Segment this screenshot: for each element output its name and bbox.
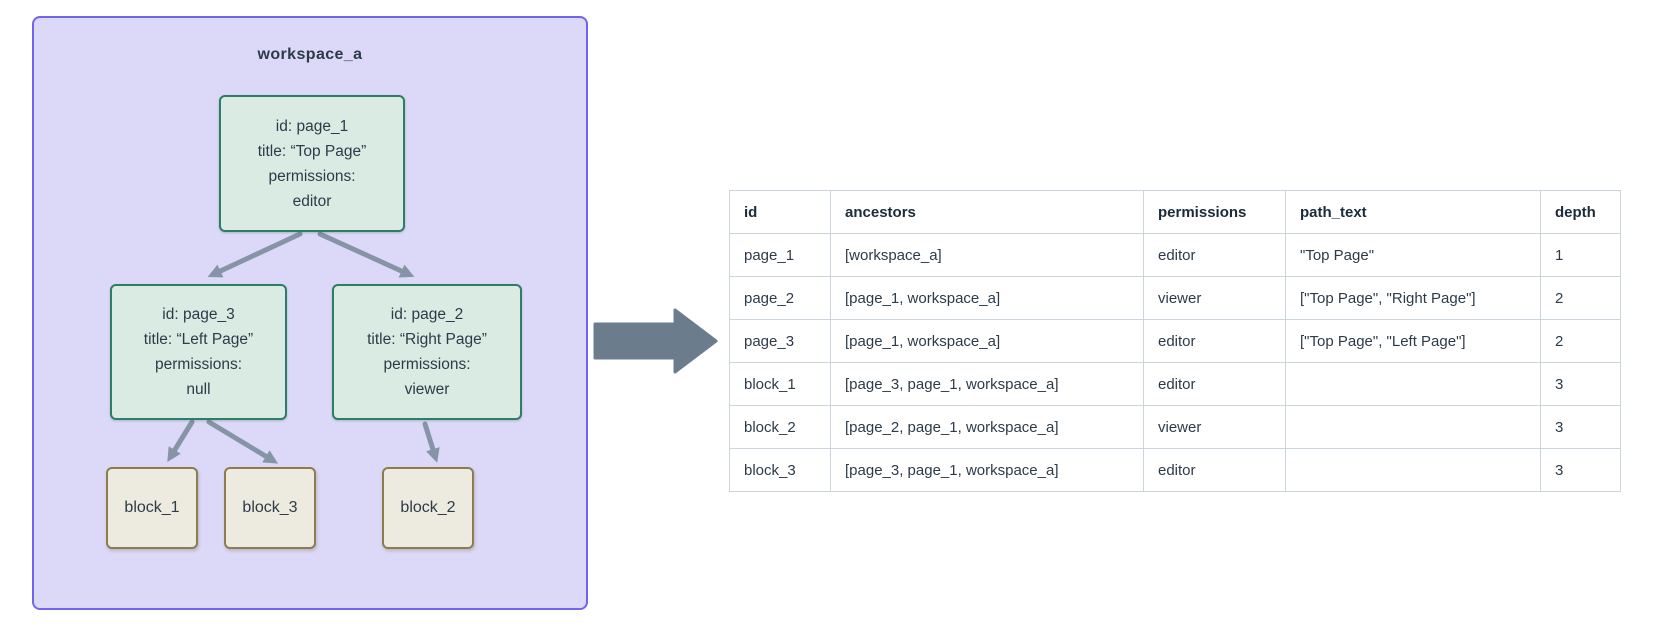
cell-ancestors: [page_1, workspace_a] xyxy=(830,319,1144,363)
arrow-page3-to-block1 xyxy=(167,419,195,463)
cell-ancestors: [page_3, page_1, workspace_a] xyxy=(830,362,1144,406)
node-page-2: id: page_2 title: “Right Page” permissio… xyxy=(332,284,522,420)
node-text-line: id: page_1 xyxy=(275,117,349,135)
column-header-depth: depth xyxy=(1540,190,1621,234)
cell-depth: 2 xyxy=(1540,276,1621,320)
column-header-path-text: path_text xyxy=(1285,190,1541,234)
cell-id: page_2 xyxy=(729,276,831,320)
node-page-3: id: page_3 title: “Left Page” permission… xyxy=(110,284,287,420)
cell-permissions: editor xyxy=(1143,319,1286,363)
table-row-page-3: page_3 [page_1, workspace_a] editor ["To… xyxy=(729,319,1621,363)
node-text-line: permissions: xyxy=(155,356,242,373)
cell-path-text xyxy=(1285,448,1541,492)
cell-path-text xyxy=(1285,362,1541,406)
transform-arrow-icon xyxy=(593,308,718,374)
cell-ancestors: [page_3, page_1, workspace_a] xyxy=(830,448,1144,492)
cell-ancestors: [page_1, workspace_a] xyxy=(830,276,1144,320)
arrow-page2-to-block2 xyxy=(422,421,440,463)
node-text-line: block_3 xyxy=(242,499,298,516)
node-text-line: block_2 xyxy=(400,499,456,516)
table-header-row: id ancestors permissions path_text depth xyxy=(729,190,1621,234)
workspace-container: workspace_a id: page_1 title: “Top Page”… xyxy=(32,16,588,610)
cell-path-text: ["Top Page", "Right Page"] xyxy=(1285,276,1541,320)
node-text-line: null xyxy=(186,381,211,398)
cell-path-text: ["Top Page", "Left Page"] xyxy=(1285,319,1541,363)
cell-depth: 3 xyxy=(1540,362,1621,406)
workspace-title: workspace_a xyxy=(257,46,363,63)
cell-permissions: viewer xyxy=(1143,405,1286,449)
cell-permissions: editor xyxy=(1143,362,1286,406)
node-text-line: viewer xyxy=(404,381,450,398)
node-text-line: title: “Right Page” xyxy=(367,331,487,348)
node-text-line: block_1 xyxy=(124,499,180,516)
column-header-id: id xyxy=(729,190,831,234)
node-text-line: permissions: xyxy=(268,167,356,185)
cell-id: block_2 xyxy=(729,405,831,449)
table-row-block-3: block_3 [page_3, page_1, workspace_a] ed… xyxy=(729,448,1621,492)
arrow-page3-to-block3 xyxy=(206,419,279,464)
table-row-block-1: block_1 [page_3, page_1, workspace_a] ed… xyxy=(729,362,1621,406)
column-header-permissions: permissions xyxy=(1143,190,1286,234)
node-text-line: title: “Top Page” xyxy=(257,142,367,160)
cell-depth: 3 xyxy=(1540,405,1621,449)
cell-depth: 1 xyxy=(1540,233,1621,277)
column-header-ancestors: ancestors xyxy=(830,190,1144,234)
cell-path-text xyxy=(1285,405,1541,449)
result-table: id ancestors permissions path_text depth… xyxy=(729,190,1621,492)
cell-permissions: viewer xyxy=(1143,276,1286,320)
node-block-2: block_2 xyxy=(382,467,474,549)
cell-ancestors: [page_2, page_1, workspace_a] xyxy=(830,405,1144,449)
node-text-line: id: page_3 xyxy=(162,306,235,323)
cell-permissions: editor xyxy=(1143,448,1286,492)
node-text-line: editor xyxy=(292,192,332,210)
table-row-page-2: page_2 [page_1, workspace_a] viewer ["To… xyxy=(729,276,1621,320)
node-text-line: permissions: xyxy=(383,356,471,373)
cell-id: block_3 xyxy=(729,448,831,492)
node-text-line: id: page_2 xyxy=(390,306,464,323)
node-block-3: block_3 xyxy=(224,467,316,549)
cell-id: page_1 xyxy=(729,233,831,277)
node-page-1: id: page_1 title: “Top Page” permissions… xyxy=(219,95,405,232)
node-text-line: title: “Left Page” xyxy=(143,331,254,348)
node-block-1: block_1 xyxy=(106,467,198,549)
cell-id: page_3 xyxy=(729,319,831,363)
cell-depth: 2 xyxy=(1540,319,1621,363)
cell-depth: 3 xyxy=(1540,448,1621,492)
arrow-page1-to-page3 xyxy=(207,231,303,278)
table-row-block-2: block_2 [page_2, page_1, workspace_a] vi… xyxy=(729,405,1621,449)
table-row-page-1: page_1 [workspace_a] editor "Top Page" 1 xyxy=(729,233,1621,277)
cell-id: block_1 xyxy=(729,362,831,406)
cell-path-text: "Top Page" xyxy=(1285,233,1541,277)
cell-ancestors: [workspace_a] xyxy=(830,233,1144,277)
arrow-page1-to-page2 xyxy=(317,231,415,278)
cell-permissions: editor xyxy=(1143,233,1286,277)
